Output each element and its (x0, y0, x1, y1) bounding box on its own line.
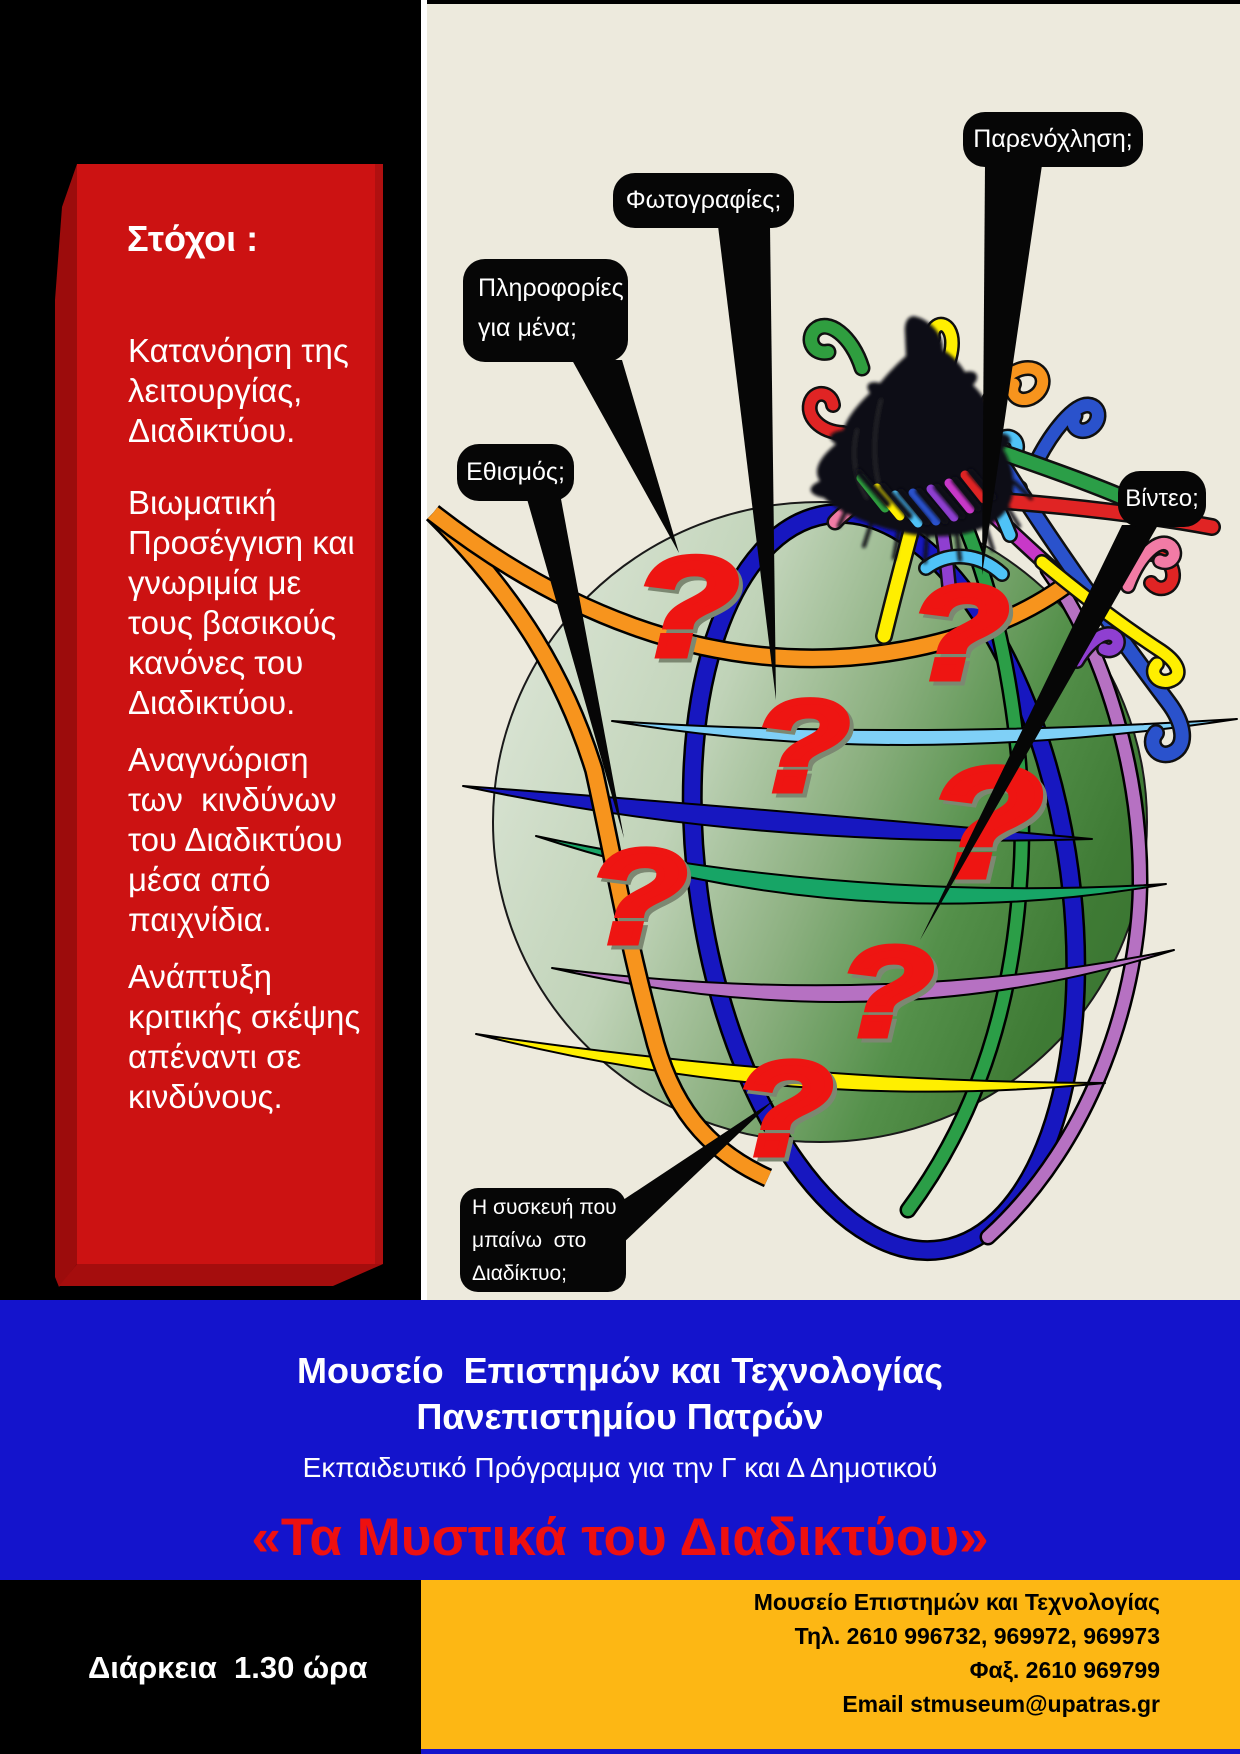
svg-text:?: ? (592, 828, 690, 975)
svg-text:?: ? (910, 560, 1008, 707)
svg-text:?: ? (588, 824, 686, 971)
svg-text:?: ? (634, 529, 738, 685)
svg-text:?: ? (753, 675, 848, 818)
svg-text:?: ? (757, 679, 852, 822)
svg-text:?: ? (839, 921, 933, 1062)
svg-text:?: ? (734, 1036, 832, 1183)
svg-text:?: ? (914, 564, 1012, 711)
svg-text:?: ? (638, 533, 742, 689)
svg-text:?: ? (843, 925, 937, 1066)
